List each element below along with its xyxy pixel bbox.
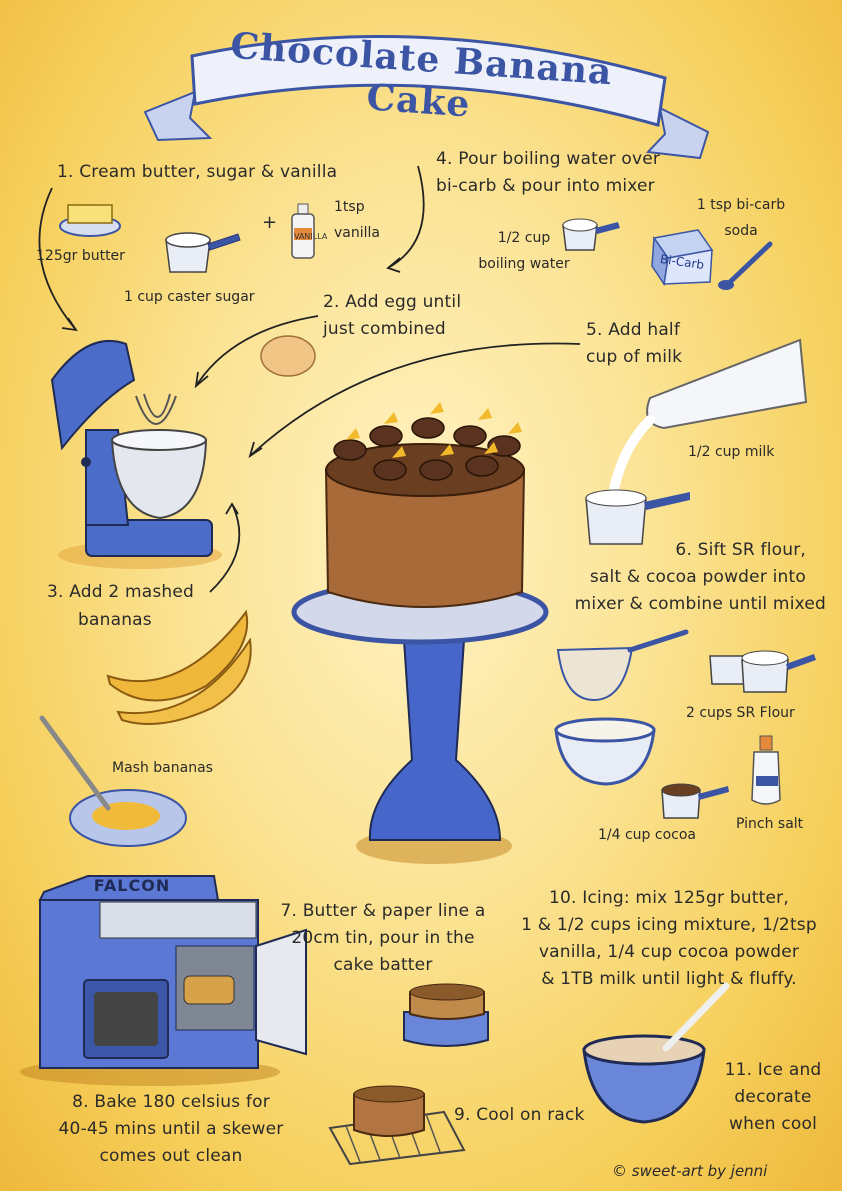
sieve-icon [556,629,689,702]
step-6-line3: mixer & combine until mixed [574,594,826,614]
credit: © sweet-art by jenni [612,1162,768,1180]
label-mash: Mash bananas [112,760,213,776]
label-vanilla-amount: 1tsp [334,199,365,215]
label-cocoa: 1/4 cup cocoa [598,827,696,843]
icing-bowl-icon [582,982,730,1124]
mash-plate-icon [39,715,187,847]
cake-stand-icon [291,579,549,864]
step-10-line1: 10. Icing: mix 125gr butter, [549,888,789,908]
step-10-line2: 1 & 1/2 cups icing mixture, 1/2tsp [521,915,817,935]
step-11-line3: when cool [729,1114,817,1134]
bananas-icon [106,609,252,725]
vanilla-bottle-label: VANILLA [294,232,328,241]
step-2-line2: just combined [323,319,446,339]
bicarb-box-icon [651,229,714,287]
step-6-line1: 6. Sift SR flour, [675,540,806,560]
plus-sign: + [262,212,278,233]
step-6-line2: salt & cocoa powder into [589,567,806,587]
cake-tin-icon [403,983,489,1047]
step-3-line2: bananas [78,610,152,630]
step-5-line1: 5. Add half [586,320,681,340]
step-7-line2: 20cm tin, pour in the [291,928,475,948]
milk-cup-icon [585,489,690,545]
cocoa-cup-icon [661,783,729,819]
step-arrows [38,165,581,593]
step-2-line1: 2. Add egg until [323,292,462,312]
label-bicarb-amount: 1 tsp bi-carb [696,197,786,213]
label-milk: 1/2 cup milk [688,444,775,460]
label-sugar: 1 cup caster sugar [124,289,255,305]
step-8-line1: 8. Bake 180 celsius for [72,1092,270,1112]
oven-icon [20,875,307,1086]
step-4-line2: bi-carb & pour into mixer [436,176,655,196]
vanilla-bottle-icon [291,203,315,259]
label-salt: Pinch salt [736,816,804,832]
spoon-icon [718,241,773,290]
step-8-line3: comes out clean [99,1146,243,1166]
step-4-line1: 4. Pour boiling water over [436,149,661,169]
title-banner [143,34,710,160]
step-9: 9. Cool on rack [454,1105,585,1125]
chocolate-cake-icon [324,402,526,608]
mixing-bowl-icon [554,717,656,786]
egg-icon [260,335,316,377]
step-8-line2: 40-45 mins until a skewer [58,1119,284,1139]
flour-cups-icon [709,650,816,693]
water-cup-icon [562,218,620,251]
label-vanilla: vanilla [334,225,380,241]
label-bicarb: soda [724,223,758,239]
label-butter: 125gr butter [36,248,125,264]
step-7-line1: 7. Butter & paper line a [280,901,486,921]
label-water-amount: 1/2 cup [497,230,551,246]
sugar-cup-icon [165,232,241,273]
step-1: 1. Cream butter, sugar & vanilla [57,162,338,182]
step-11-line2: decorate [734,1087,812,1107]
stand-mixer-icon [50,339,222,569]
label-flour: 2 cups SR Flour [686,705,795,721]
label-water: boiling water [478,256,570,272]
step-10-line4: & 1TB milk until light & fluffy. [541,969,797,989]
butter-icon [59,204,121,237]
step-5-line2: cup of milk [586,347,683,367]
step-3-line1: 3. Add 2 mashed [47,582,195,602]
step-11-line1: 11. Ice and [724,1060,822,1080]
cooling-rack-icon [328,1085,466,1166]
step-10-line3: vanilla, 1/4 cup cocoa powder [538,942,800,962]
salt-bottle-icon [751,735,781,805]
oven-brand-label: FALCON [93,876,171,895]
step-7-line3: cake batter [333,955,433,975]
